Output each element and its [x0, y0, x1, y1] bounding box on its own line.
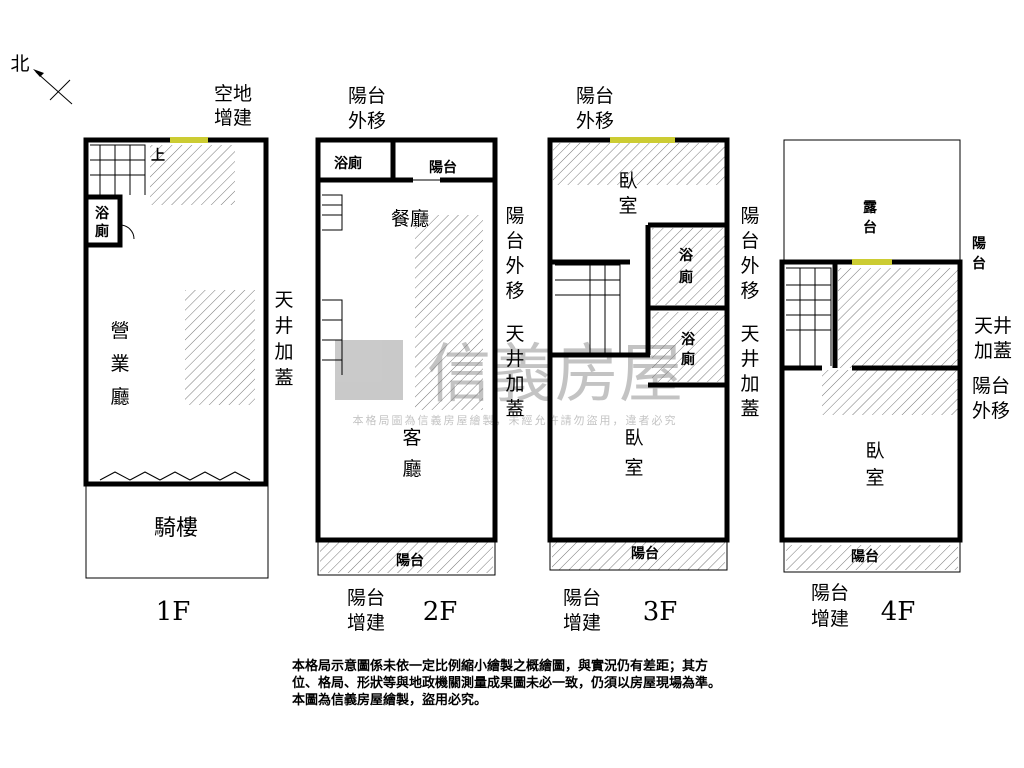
floor-2f: 陽台 外移 浴廁 陽台 餐廳 陽 台 外 移 天 井 加 蓋 客 廳 陽台 陽台… — [315, 85, 525, 634]
label-balcony-moved-2: 外移 — [576, 110, 614, 132]
label-balcony-added-2: 增建 — [347, 612, 385, 634]
label-balcony-moved-v: 陽 — [740, 205, 759, 227]
watermark-logo — [335, 340, 403, 400]
label-balcony-moved: 陽台 — [348, 85, 386, 107]
label-living-room-2: 廳 — [402, 458, 421, 480]
label-balcony-added-2: 增建 — [811, 608, 849, 630]
label-balcony-right-2: 台 — [972, 255, 986, 272]
label-bath-1b: 廁 — [679, 269, 693, 286]
label-balcony-added: 陽台 — [563, 587, 601, 609]
label-balcony-moved-v4: 移 — [505, 280, 524, 302]
floor-label-1f: 1F — [156, 597, 191, 627]
label-balcony-moved-v2: 台 — [740, 230, 759, 252]
label-up: 上 — [151, 148, 165, 164]
label-well: 天 — [274, 289, 293, 311]
label-bedroom-top: 臥 — [618, 170, 637, 192]
label-well-4: 蓋 — [274, 367, 293, 389]
label-business-hall: 營 — [110, 320, 129, 342]
label-well: 天 — [505, 323, 524, 345]
label-balcony: 陽台 — [851, 548, 879, 565]
label-extension: 增建 — [214, 107, 252, 129]
floor-label-4f: 4F — [881, 597, 916, 627]
label-living-room: 客 — [402, 427, 421, 449]
note-line-2: 位、格局、形狀等與地政機關測量成果圖未必一致，仍須以房屋現場為準。 — [292, 676, 722, 691]
watermark-notice: 本格局圖為信義房屋繪製，未經允許請勿盜用，違者必究 — [353, 413, 678, 427]
label-balcony-moved-2: 外移 — [348, 110, 386, 132]
north-label: 北 — [10, 53, 29, 75]
label-balcony-moved-2: 外移 — [972, 400, 1010, 422]
floor-4f: 露 台 陽 台 天井 加蓋 陽台 外移 臥 室 陽台 陽台 增建 4F — [779, 139, 1012, 630]
label-well-4: 蓋 — [505, 398, 524, 420]
label-bath-2b: 廁 — [681, 351, 695, 368]
floor-label-3f: 3F — [643, 597, 678, 627]
label-balcony-added: 陽台 — [811, 582, 849, 604]
label-bedroom-top-2: 室 — [618, 195, 637, 217]
label-well-4: 蓋 — [740, 398, 759, 420]
label-terrace-2: 台 — [863, 219, 877, 236]
label-balcony-moved: 陽台 — [972, 375, 1010, 397]
label-bath: 浴廁 — [334, 155, 362, 172]
label-balcony-right: 陽 — [972, 235, 986, 252]
label-well: 天 — [740, 323, 759, 345]
label-bath-2: 浴 — [681, 331, 696, 348]
label-balcony-moved-v3: 外 — [740, 255, 759, 277]
label-terrace: 露 — [863, 199, 878, 216]
label-well-3: 加 — [740, 373, 759, 395]
label-bedroom: 臥 — [865, 440, 884, 462]
label-balcony-moved-v3: 外 — [505, 255, 524, 277]
label-well: 天井 — [974, 315, 1012, 337]
label-balcony-added: 陽台 — [347, 587, 385, 609]
north-arrow-icon: 北 — [10, 53, 73, 105]
note-line-1: 本格局示意圖係未依一定比例縮小繪製之概繪圖，與實況仍有差距；其方 — [292, 659, 709, 674]
label-well-2: 加蓋 — [974, 340, 1012, 362]
label-balcony: 陽台 — [631, 545, 659, 562]
floor-label-2f: 2F — [423, 597, 458, 627]
label-bedroom-2: 室 — [865, 467, 884, 489]
label-well-2: 井 — [740, 348, 759, 370]
floor-1f: 空地 增建 上 浴 廁 營 業 廳 天 井 加 蓋 騎樓 1F — [83, 83, 294, 627]
label-well-3: 加 — [505, 373, 524, 395]
floor-3f: 陽台 外移 臥 室 浴 廁 浴 廁 陽 台 外 移 天 井 加 蓋 臥 室 陽台… — [547, 85, 760, 634]
disclaimer-note: 本格局示意圖係未依一定比例縮小繪製之概繪圖，與實況仍有差距；其方位、格局、形狀等… — [292, 658, 721, 709]
label-balcony: 陽台 — [396, 552, 424, 569]
label-well-2: 井 — [274, 315, 293, 337]
label-balcony-moved-v: 陽 — [505, 205, 524, 227]
label-balcony-moved-v2: 台 — [505, 230, 524, 252]
label-balcony-moved-v4: 移 — [740, 280, 759, 302]
label-dining-room: 餐廳 — [391, 208, 429, 230]
label-business-hall-2: 業 — [110, 353, 129, 375]
label-business-hall-3: 廳 — [110, 386, 129, 408]
label-bath-2: 廁 — [95, 223, 109, 240]
label-arcade: 騎樓 — [154, 516, 198, 541]
label-well-2: 井 — [505, 348, 524, 370]
label-balcony-added-2: 增建 — [563, 612, 601, 634]
label-bedroom-2: 室 — [624, 457, 643, 479]
label-bath-1: 浴 — [679, 247, 694, 264]
label-well-3: 加 — [274, 341, 293, 363]
note-line-3: 本圖為信義房屋繪製，盜用必究。 — [292, 693, 488, 708]
label-balcony-top: 陽台 — [429, 159, 457, 176]
label-empty-lot: 空地 — [214, 83, 252, 105]
label-balcony-moved: 陽台 — [576, 85, 614, 107]
label-bedroom: 臥 — [624, 427, 643, 449]
label-bath: 浴 — [95, 205, 110, 222]
